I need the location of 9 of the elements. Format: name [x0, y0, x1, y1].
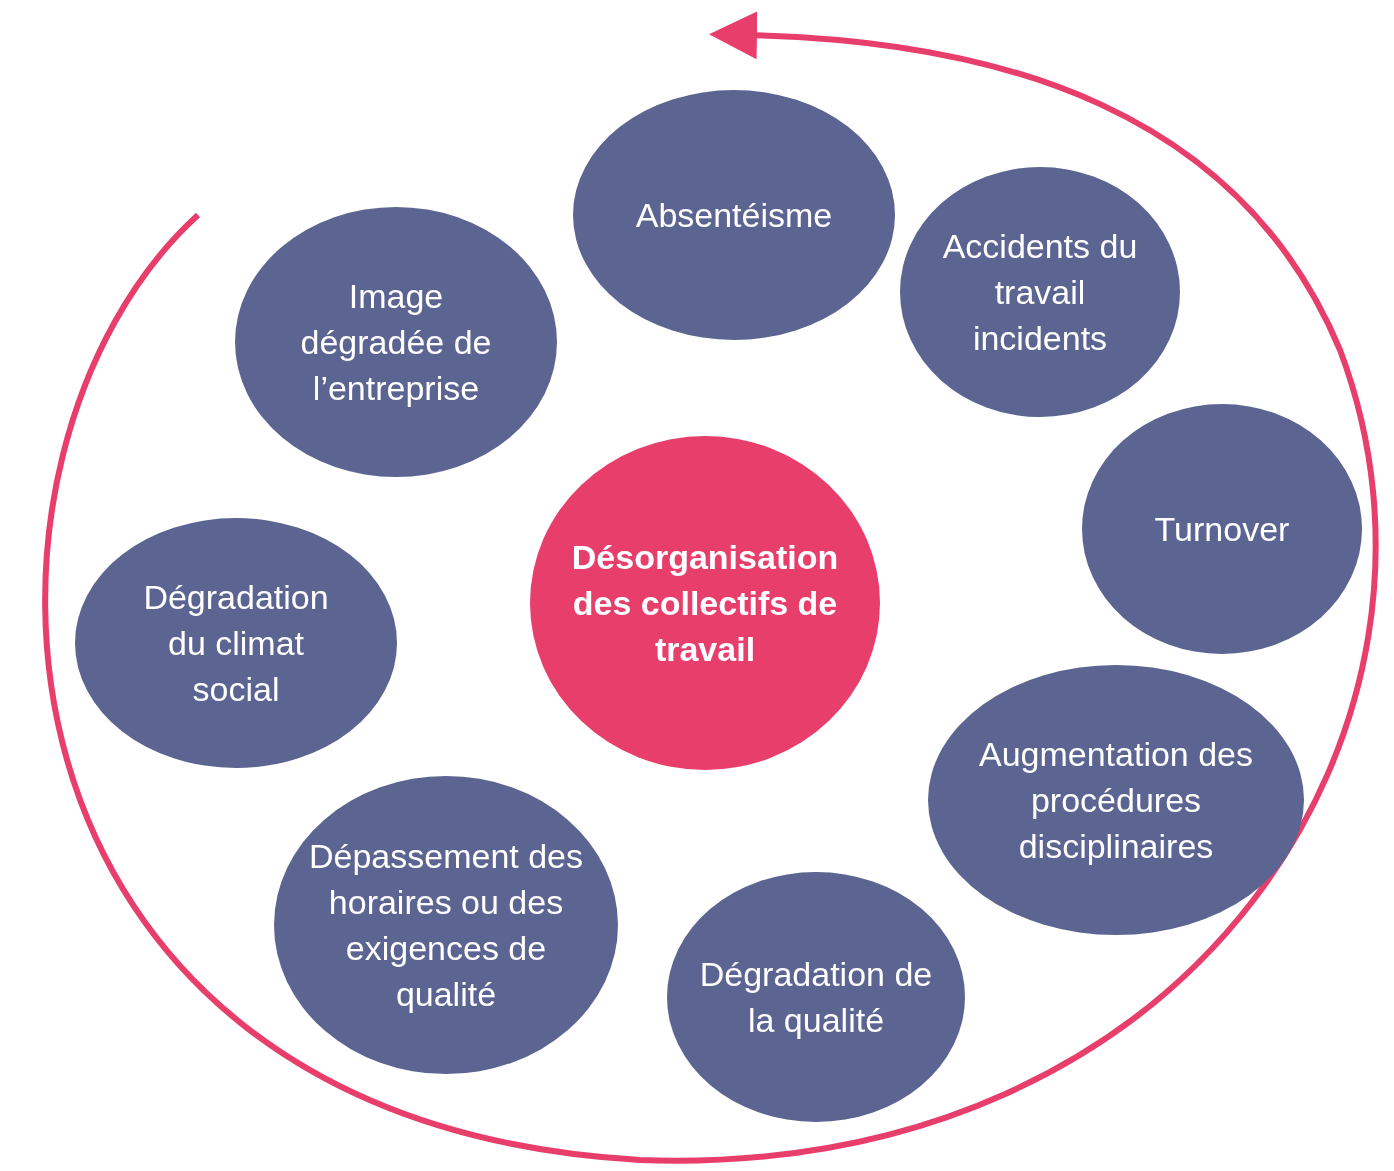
node-label: Dégradation de la qualité: [698, 954, 934, 1041]
node-label: Accidents du travail incidents: [941, 226, 1139, 359]
node-label: Dégradation du climat social: [142, 577, 330, 710]
node-label: Augmentation des procédures disciplinaires: [977, 734, 1255, 867]
node-label: Absentéisme: [635, 195, 833, 236]
node-label: Turnover: [1154, 509, 1290, 550]
node-label: Dépassement des horaires ou des exigences de qualité: [307, 836, 584, 1015]
node-label: Désorganisation des collectifs de travail: [570, 537, 840, 670]
node-label: Image dégradée de l’entreprise: [299, 276, 493, 409]
